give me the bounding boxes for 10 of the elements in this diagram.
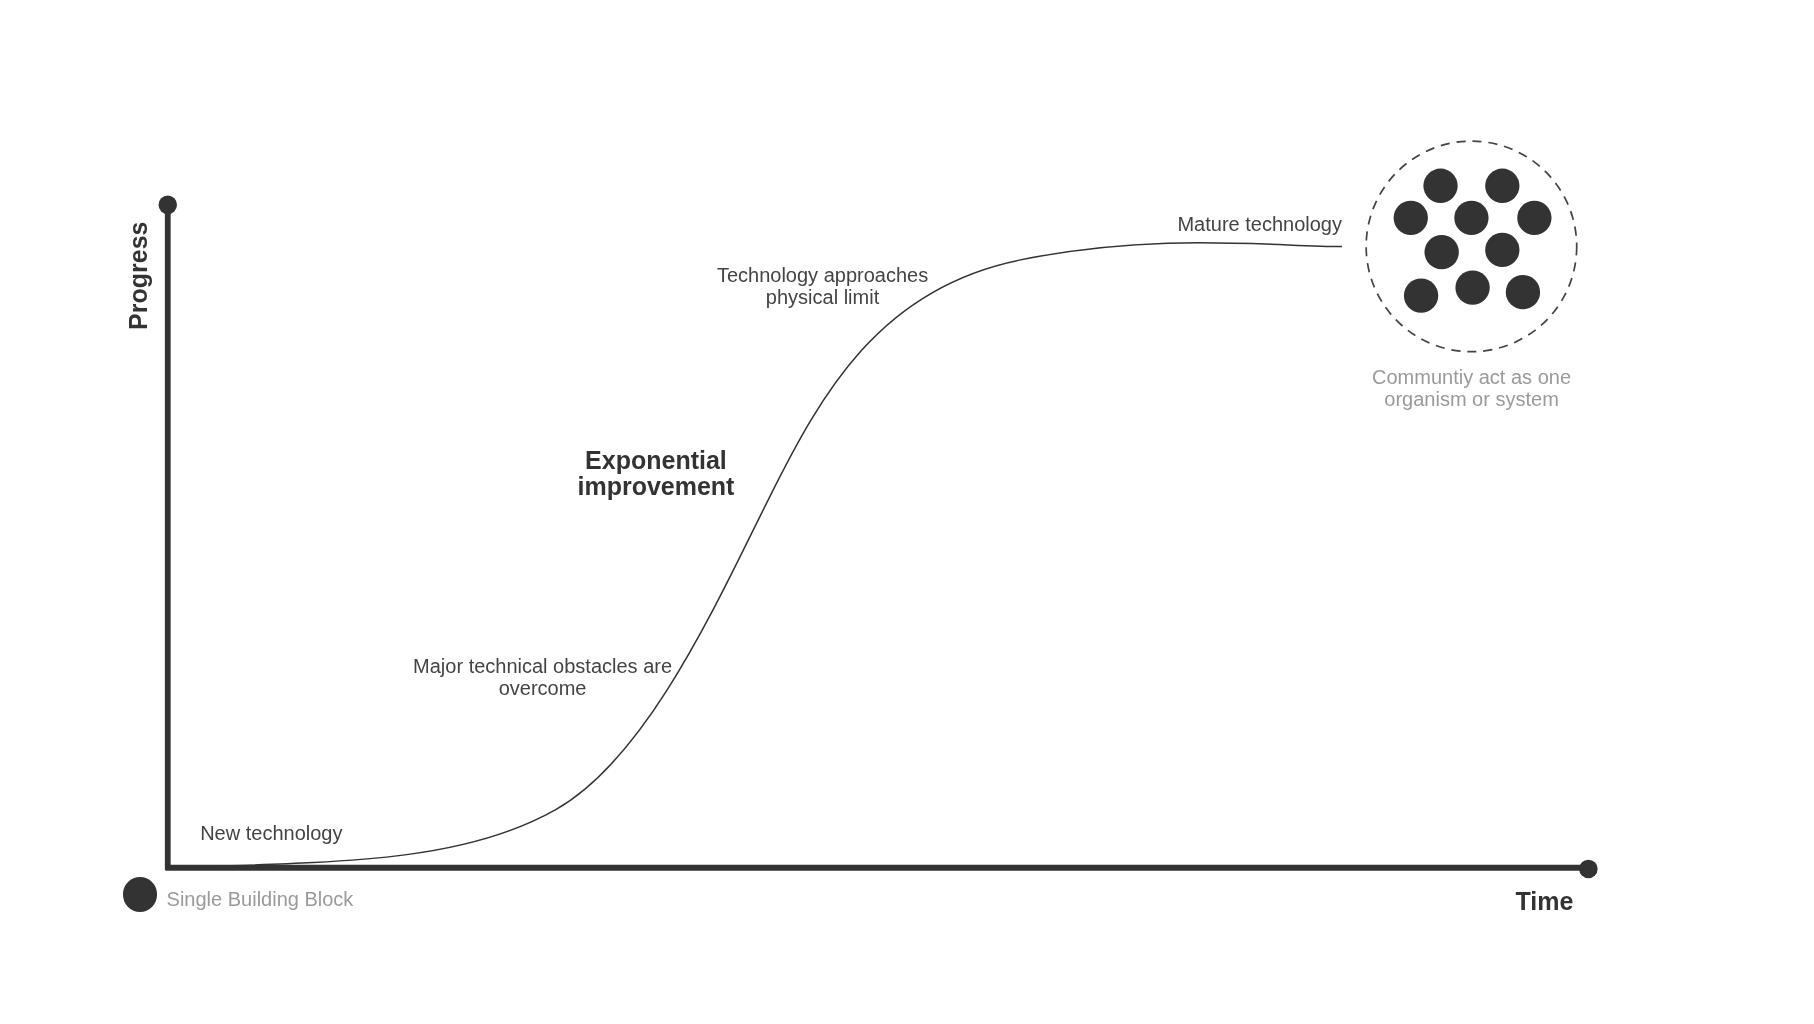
curve-annotation: Technology approaches physical limit	[715, 263, 930, 308]
axis-label: Time	[1514, 885, 1575, 917]
node-label: Single Building Block	[166, 886, 355, 912]
axis-label: Progress	[123, 220, 154, 332]
curve-annotation: Mature technology	[1176, 212, 1342, 238]
curve-annotation: Exponential improvement	[576, 446, 736, 499]
node-label: Communtiy act as one organism or system	[1371, 365, 1573, 410]
community-cluster-drawing	[1365, 139, 1578, 353]
curve-annotation: Major technical obstacles are overcome	[412, 654, 674, 699]
curve-annotation: New technology	[200, 820, 344, 846]
